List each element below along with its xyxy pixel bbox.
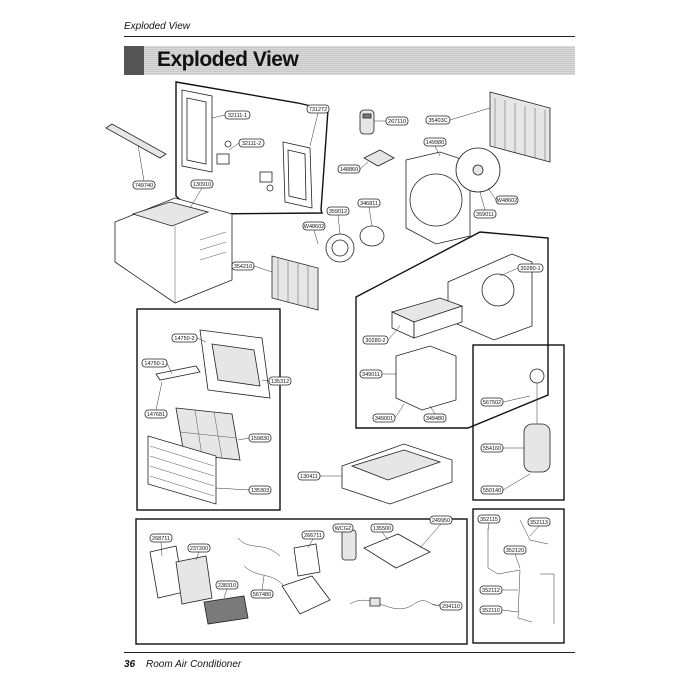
callout-147681: 147681 [147, 412, 165, 418]
callout-567480: 567480 [253, 592, 271, 598]
callout-359012: 359012 [329, 209, 347, 215]
callout-w48602: W48602 [304, 224, 325, 230]
callout-349480: 349480 [426, 416, 444, 422]
inner-panel [395, 345, 457, 411]
filter-box [390, 297, 464, 339]
shroud [405, 151, 471, 245]
front-panel-frame [199, 329, 271, 399]
title-block [124, 46, 144, 75]
part-callouts: 32111-1 32111-2 731272 267110 35403C 149… [132, 104, 551, 615]
control-panel-small [363, 149, 395, 167]
callout-359011: 359011 [476, 212, 494, 218]
callout-731272: 731272 [309, 107, 327, 113]
scroll-housing [447, 253, 533, 341]
base-pan [341, 443, 453, 505]
callout-130411: 130411 [300, 474, 318, 480]
callout-268711: 268711 [152, 536, 170, 542]
insulation-panel [363, 533, 431, 569]
callout-354210: 354210 [234, 264, 252, 270]
callout-35403c: 35403C [428, 118, 447, 124]
piping-group-box [472, 508, 565, 644]
callout-32111-2: 32111-2 [242, 141, 261, 147]
fan-motor [359, 225, 385, 247]
callout-352112: 352112 [482, 588, 500, 594]
callout-159830: 159830 [251, 436, 269, 442]
top-rail [105, 123, 167, 159]
electrical-bracket [281, 543, 331, 615]
callout-352115: 352115 [480, 517, 498, 523]
remote-control [359, 109, 375, 135]
outer-cabinet [114, 197, 233, 304]
callout-349001: 349001 [375, 416, 393, 422]
capacitor [341, 529, 357, 561]
callout-554160: 554160 [483, 446, 501, 452]
leader-lines [137, 107, 540, 613]
callout-149980: 149980 [426, 140, 444, 146]
callout-567502: 567502 [483, 400, 501, 406]
callout-352120: 352120 [506, 548, 524, 554]
blower-wheel [325, 233, 355, 263]
pcb [203, 595, 249, 625]
footer-rule [124, 652, 575, 653]
callout-32111-1: 32111-1 [228, 113, 247, 119]
callout-346811: 346811 [360, 201, 378, 207]
callout-550140: 550140 [483, 488, 501, 494]
air-filter [175, 407, 241, 461]
control-box [149, 545, 213, 605]
callout-14750-2: 14750-2 [174, 336, 194, 342]
power-cord [349, 597, 441, 610]
callout-14750-1: 14750-1 [144, 361, 164, 367]
callout-238310: 238310 [218, 583, 236, 589]
callout-249950: 249950 [432, 518, 450, 524]
page-number: 36 [124, 659, 136, 670]
callout-w48602-b: W48602 [497, 198, 518, 204]
side-frame-right [282, 141, 313, 209]
compressor-group-box [472, 344, 565, 501]
footer-text: Room Air Conditioner [146, 659, 242, 670]
electrical-group-box [135, 518, 468, 645]
callout-294110: 294110 [442, 604, 460, 610]
evaporator-coil [271, 255, 319, 311]
callout-135500: 135500 [373, 526, 391, 532]
callout-135303: 135303 [251, 488, 269, 494]
callout-wcgz: WCGZ [335, 526, 352, 532]
callout-130910: 130910 [193, 182, 211, 188]
page-title: Exploded View [157, 48, 299, 71]
wire-harness [237, 537, 287, 589]
callout-135312: 135312 [271, 379, 289, 385]
callout-267110: 267110 [388, 119, 406, 125]
compressor [523, 368, 551, 473]
fan-housing-group-box [355, 231, 549, 429]
front-grille-group-box [136, 308, 281, 511]
callout-30280-2: 30280-2 [365, 338, 385, 344]
condenser-fan [455, 147, 501, 193]
callout-237200: 237200 [190, 546, 208, 552]
callout-352113-a: 352113 [530, 520, 548, 526]
condenser-coil [489, 91, 551, 163]
louver [155, 365, 201, 381]
header-rule [124, 36, 575, 37]
front-grille [147, 435, 217, 505]
running-header: Exploded View [124, 21, 190, 32]
callout-349011: 349011 [362, 372, 380, 378]
title-band [124, 46, 575, 75]
callout-148860: 148860 [340, 167, 358, 173]
callout-30280-1: 30280-1 [520, 266, 540, 272]
refrigerant-pipes [487, 519, 555, 624]
callout-352110: 352110 [482, 608, 500, 614]
callout-266711: 266711 [304, 533, 322, 539]
side-frame-left [181, 89, 213, 173]
brackets [216, 140, 274, 192]
callout-749740: 749740 [135, 183, 153, 189]
